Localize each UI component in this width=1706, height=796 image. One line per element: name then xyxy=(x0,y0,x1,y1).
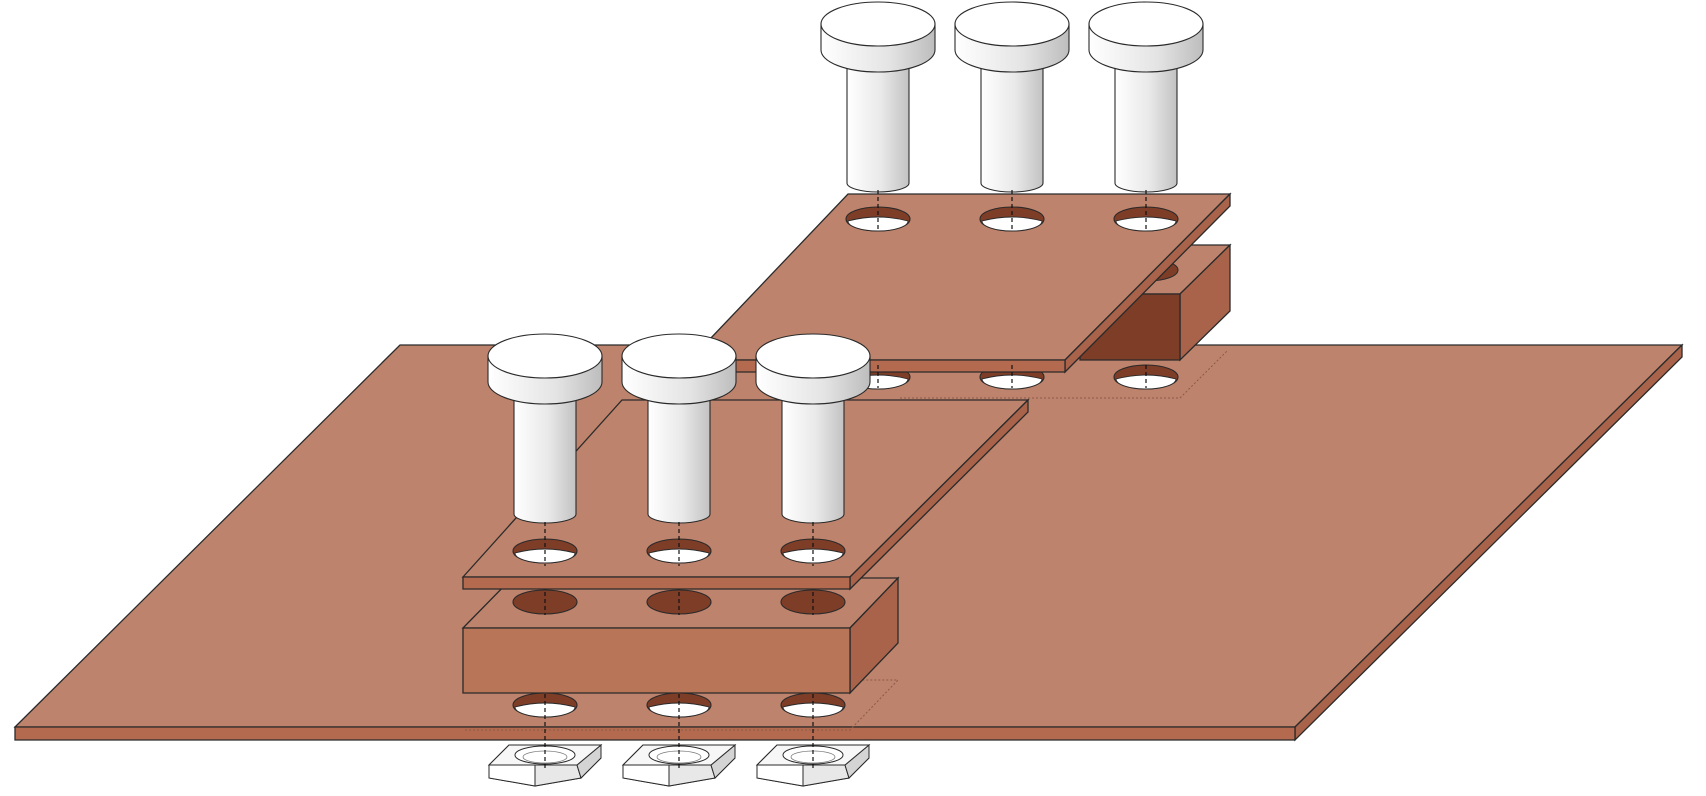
bolts xyxy=(487,1,1204,524)
bolt-shaft xyxy=(781,377,845,524)
bolt-shaft xyxy=(846,45,910,193)
axis-lines xyxy=(544,190,1147,770)
bolt-lower-2 xyxy=(621,333,737,524)
bolt-shaft xyxy=(980,45,1044,193)
bolt-upper-2 xyxy=(954,1,1070,193)
hole-opening xyxy=(981,216,1043,232)
bolt-head-top xyxy=(954,1,1070,47)
bolt-head-top xyxy=(1088,1,1204,47)
bolt-head-top xyxy=(755,333,871,379)
nut-front-right-face xyxy=(802,764,850,787)
lower-block-front xyxy=(462,627,851,694)
base-plate-front-edge xyxy=(14,726,1296,741)
nut-front-face xyxy=(622,764,670,787)
hole-opening xyxy=(847,216,909,232)
nut-front-right-face xyxy=(668,764,716,787)
bolt-shaft xyxy=(1114,45,1178,193)
bolt-lower-1 xyxy=(487,333,603,524)
bolt-shaft xyxy=(647,377,711,524)
upper-plate xyxy=(688,192,1232,374)
hole-opening xyxy=(782,548,844,564)
nut-front-right-face xyxy=(534,764,582,787)
hole-opening xyxy=(514,548,576,564)
bolt-shaft xyxy=(513,377,577,524)
upper-footprint-outline xyxy=(900,349,1229,399)
hole-opening xyxy=(648,548,710,564)
bolt-head-top xyxy=(487,333,603,379)
lower-footprint-outline xyxy=(465,679,900,731)
lower-plate-front-edge xyxy=(462,576,851,590)
hole-opening xyxy=(1115,216,1177,232)
nut-front-face xyxy=(488,764,536,787)
bolt-head-top xyxy=(820,1,936,47)
bolt-upper-3 xyxy=(1088,1,1204,193)
bolt-upper-1 xyxy=(820,1,936,193)
hex-nut-3 xyxy=(755,743,871,787)
bolt-lower-3 xyxy=(755,333,871,524)
bolt-head-top xyxy=(621,333,737,379)
nut-front-face xyxy=(756,764,804,787)
lower-plate xyxy=(461,398,1030,591)
